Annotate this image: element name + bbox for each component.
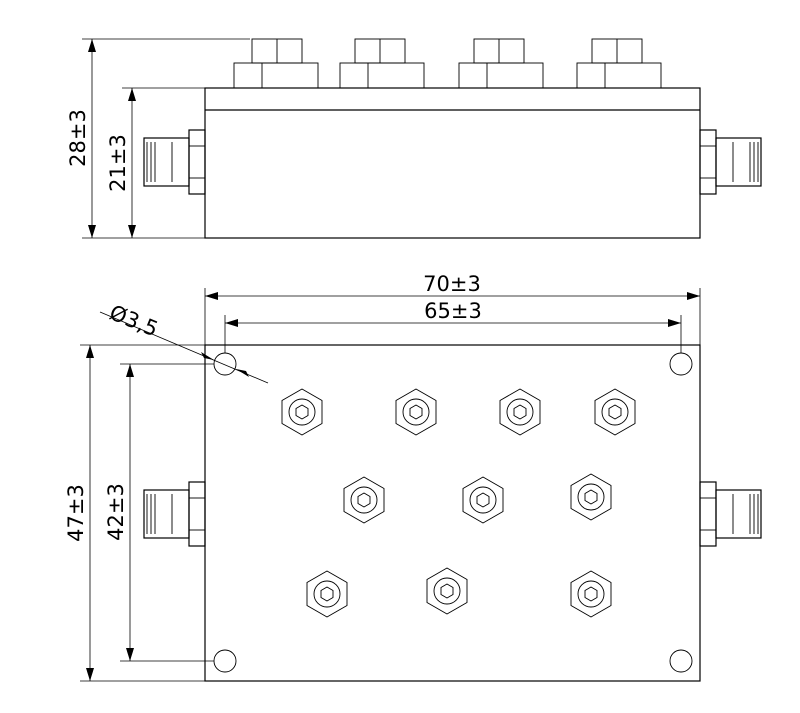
hex-screw-row-3-3 <box>570 570 612 618</box>
dimension-hole-spacing-x: 65±3 <box>224 299 682 353</box>
top-view: 70±3 65±3 Ø3,5 47±3 <box>64 272 762 682</box>
tuning-screw-side-1 <box>233 38 319 89</box>
dimension-hole-diameter: Ø3,5 <box>99 300 269 384</box>
hex-screw-row-2-1 <box>343 476 385 524</box>
dimension-body-height-side: 21±3 <box>106 87 205 238</box>
connector-right-side-view <box>699 129 762 195</box>
connector-left-side-view <box>143 129 206 195</box>
mounting-hole-bottom-right <box>669 649 693 673</box>
hex-screw-row-1-1 <box>281 388 323 436</box>
hex-screw-row-1-3 <box>499 388 541 436</box>
connector-right-top-view <box>699 481 762 547</box>
hex-screw-row-1-4 <box>594 388 636 436</box>
connector-left-top-view <box>143 481 206 547</box>
hex-screw-row-1-2 <box>395 388 437 436</box>
dimension-hole-spacing-y: 42±3 <box>104 363 214 662</box>
dimension-overall-height-side: 28±3 <box>66 38 250 239</box>
mounting-hole-top-left <box>213 352 237 376</box>
dimension-label-65: 65±3 <box>424 299 482 323</box>
mounting-hole-bottom-left <box>213 649 237 673</box>
dimension-label-47: 47±3 <box>64 484 88 542</box>
side-view: 28±3 21±3 <box>66 38 762 239</box>
hex-screw-row-3-1 <box>306 570 348 618</box>
dimension-overall-height-top: 47±3 <box>64 344 205 682</box>
tuning-screw-side-2 <box>339 38 425 89</box>
tuning-screw-side-3 <box>458 38 544 89</box>
dimension-label-70: 70±3 <box>423 272 481 296</box>
dimension-label-28: 28±3 <box>66 109 90 167</box>
tuning-screw-side-4 <box>576 38 662 89</box>
dimension-label-42: 42±3 <box>104 483 128 541</box>
hex-screw-row-2-2 <box>462 476 504 524</box>
dimension-label-diameter: Ø3,5 <box>106 300 161 341</box>
dimension-overall-width: 70±3 <box>204 272 701 345</box>
hex-screw-row-2-3 <box>570 473 612 521</box>
hex-screw-row-3-2 <box>426 567 468 615</box>
dimension-label-21: 21±3 <box>106 134 130 192</box>
mounting-hole-top-right <box>669 352 693 376</box>
